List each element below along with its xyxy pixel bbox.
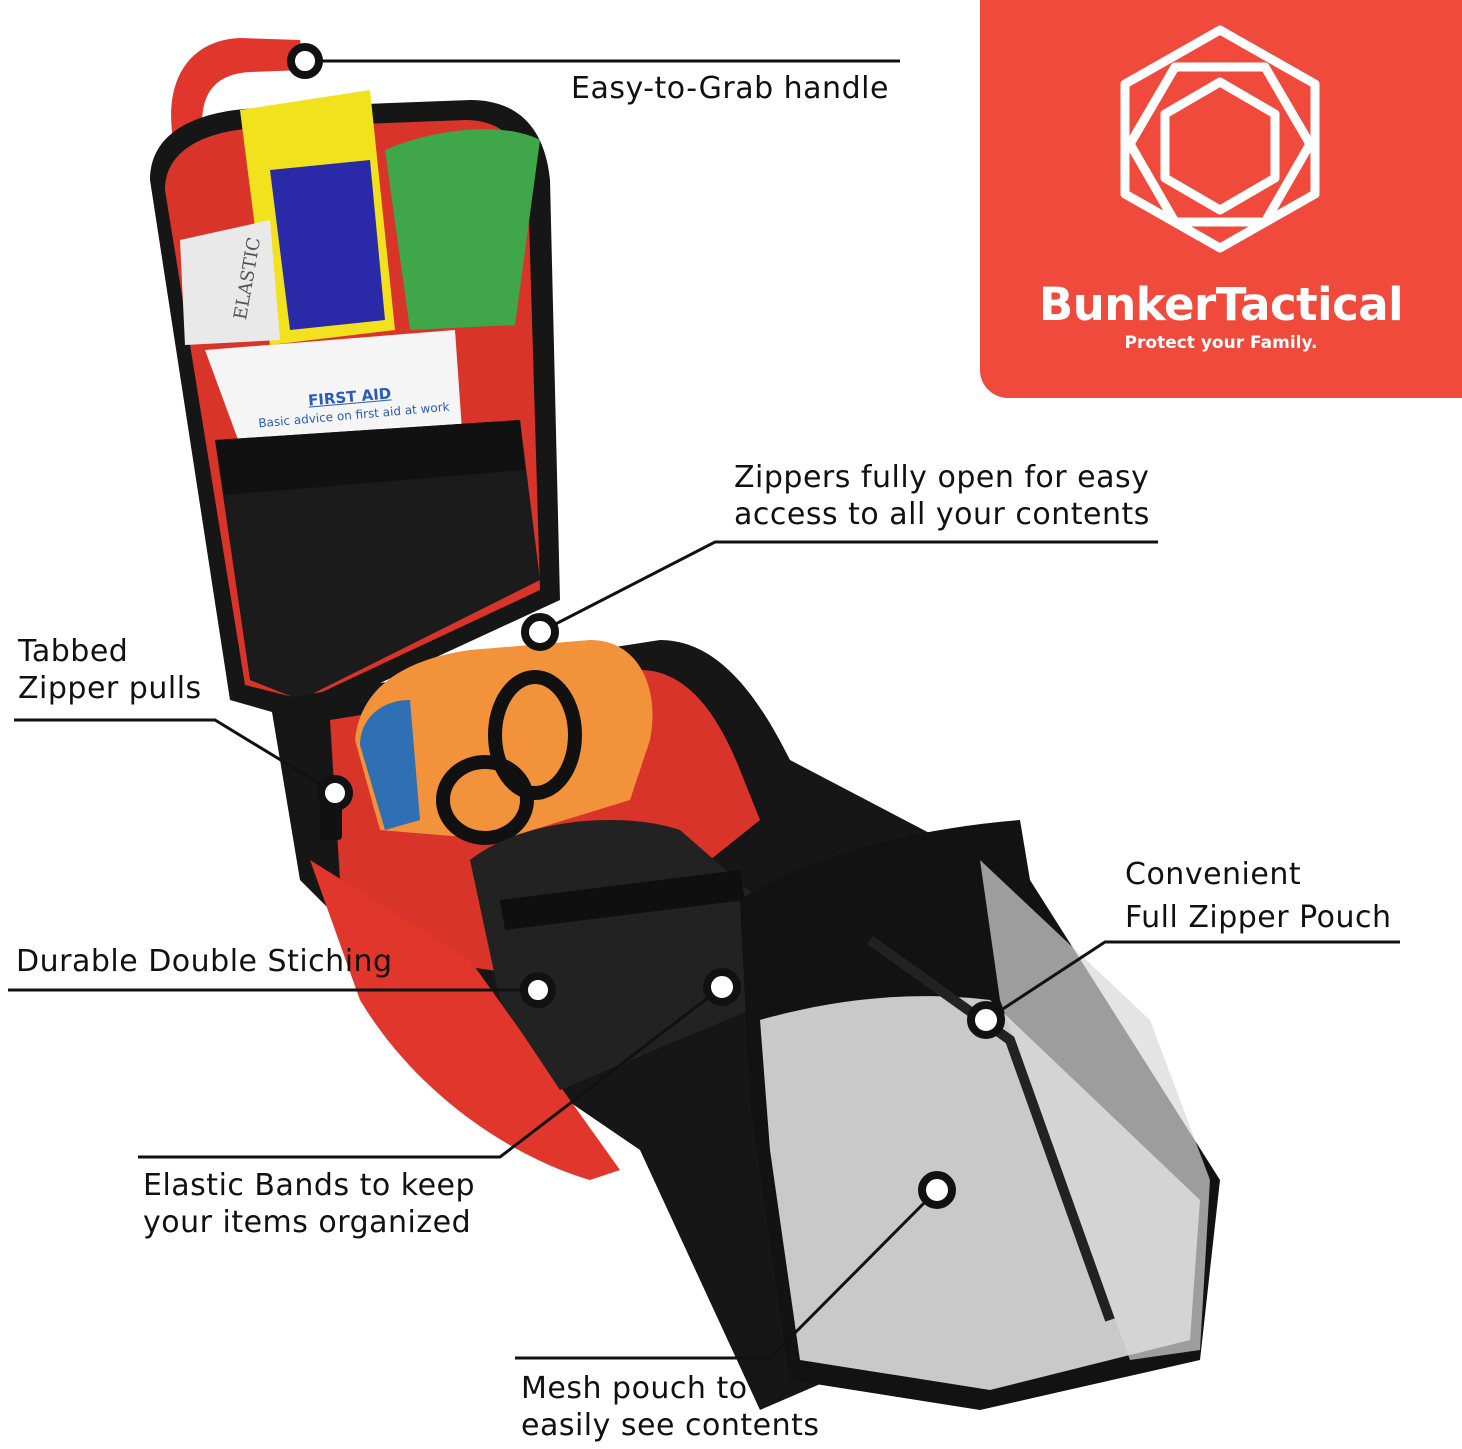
- tabbed-leader-line: [14, 718, 336, 795]
- mesh-leader-line: [515, 1188, 939, 1360]
- elastic-bandage: [180, 220, 280, 345]
- bunkertactical-logo-icon: [1120, 25, 1320, 253]
- zippers-marker: [521, 613, 559, 651]
- elastic-marker: [703, 968, 741, 1006]
- blue-packet-label: [270, 160, 385, 330]
- handle-marker: [287, 43, 323, 79]
- first-aid-booklet: [205, 330, 462, 445]
- scissors-handle-bottom: [436, 755, 534, 845]
- elastic-band-upper: [215, 420, 525, 495]
- tabbed-callout: Tabbed Zipper pulls: [18, 633, 202, 707]
- pouch-zipper: [867, 935, 1115, 1322]
- callout-line: Zipper pulls: [18, 671, 202, 706]
- orange-splint: [355, 640, 653, 840]
- callout-line: Convenient: [1125, 857, 1302, 892]
- scissors-handle-top: [488, 670, 582, 800]
- callout-line: access to all your contents: [734, 497, 1150, 532]
- callout-line: Full Zipper Pouch: [1125, 900, 1392, 935]
- callout-line: Tabbed: [18, 634, 129, 669]
- callout-line: Zippers fully open for easy: [734, 460, 1150, 495]
- callout-line: Elastic Bands to keep: [143, 1168, 476, 1203]
- bag-handle: [171, 38, 305, 150]
- handle-callout: Easy-to-Grab handle: [571, 70, 889, 107]
- mesh-callout: Mesh pouch to easily see contents: [521, 1370, 820, 1444]
- tabbed-marker: [317, 775, 353, 811]
- callout-line: your items organized: [143, 1205, 472, 1240]
- zippers-leader-line: [539, 540, 1158, 634]
- stitching-callout: Durable Double Stiching: [16, 943, 393, 980]
- callout-line: Easy-to-Grab handle: [571, 71, 889, 106]
- pouch-marker: [967, 1001, 1005, 1039]
- splint-blue-edge: [360, 700, 420, 830]
- stitching-marker: [520, 972, 556, 1008]
- elastic-band-lower: [500, 870, 745, 930]
- pouch-callout: Convenient Full Zipper Pouch: [1125, 853, 1392, 939]
- brand-name: BunkerTactical: [1038, 278, 1404, 331]
- callout-line: easily see contents: [521, 1408, 820, 1443]
- callout-line: Durable Double Stiching: [16, 944, 393, 979]
- callout-lines: [8, 59, 1400, 1360]
- mesh-pouch-net: [760, 996, 1200, 1390]
- elastic-leader-line: [138, 985, 723, 1159]
- callout-markers: [287, 43, 1005, 1209]
- pouch-leader-line: [985, 940, 1400, 1022]
- brand-tagline: Protect your Family.: [1124, 333, 1318, 353]
- brand-panel: BunkerTactical Protect your Family.: [980, 0, 1462, 398]
- green-packet: [385, 129, 540, 330]
- zippers-callout: Zippers fully open for easy access to al…: [734, 459, 1150, 533]
- callout-line: Mesh pouch to: [521, 1371, 748, 1406]
- mesh-marker: [918, 1171, 956, 1209]
- elastic-callout: Elastic Bands to keep your items organiz…: [143, 1167, 475, 1241]
- bag-outer-side: [310, 860, 620, 1180]
- lid-pocket: [215, 420, 540, 700]
